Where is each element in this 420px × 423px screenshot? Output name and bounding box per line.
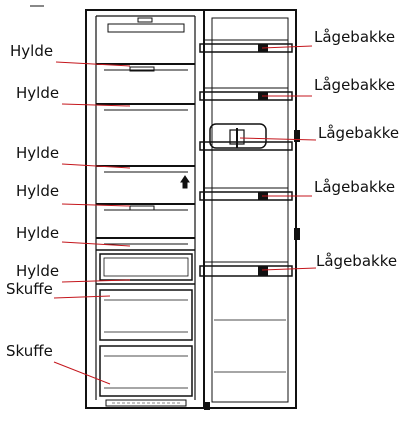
label-hylde-5: Hylde	[16, 224, 59, 242]
label-laagebakke-2: Lågebakke	[314, 76, 395, 94]
shelf	[96, 103, 195, 111]
label-hylde-2: Hylde	[16, 84, 59, 102]
drawer	[99, 289, 193, 341]
door-bin	[199, 261, 293, 277]
label-skuffe-1: Skuffe	[6, 280, 53, 298]
label-hylde-3: Hylde	[16, 144, 59, 162]
door-bins	[199, 39, 293, 373]
shelves	[96, 63, 195, 251]
label-laagebakke-4: Lågebakke	[314, 178, 395, 196]
label-laagebakke-3: Lågebakke	[318, 124, 399, 142]
fan-icon	[180, 175, 190, 189]
label-laagebakke-1: Lågebakke	[314, 28, 395, 46]
shelf	[96, 237, 195, 245]
door-bin	[199, 123, 293, 151]
shelf	[96, 165, 195, 173]
label-hylde-1: Hylde	[10, 42, 53, 60]
door-bin	[199, 187, 293, 201]
left-labels: Hylde Hylde Hylde Hylde Hylde Hylde Skuf…	[6, 42, 59, 360]
right-labels: Lågebakke Lågebakke Lågebakke Lågebakke …	[314, 28, 399, 270]
fridge-door	[203, 9, 300, 410]
label-laagebakke-5: Lågebakke	[316, 252, 397, 270]
right-leader-lines	[239, 45, 317, 271]
drawer	[99, 345, 193, 397]
crisper-box	[96, 253, 195, 285]
label-skuffe-2: Skuffe	[6, 342, 53, 360]
left-leader-lines	[53, 61, 131, 385]
fridge-cabinet	[30, 5, 205, 409]
drawers	[99, 289, 193, 407]
shelf	[96, 63, 195, 72]
label-hylde-4: Hylde	[16, 182, 59, 200]
door-bin	[199, 87, 293, 101]
label-hylde-6: Hylde	[16, 262, 59, 280]
door-bin	[199, 39, 293, 53]
shelf	[96, 203, 195, 211]
